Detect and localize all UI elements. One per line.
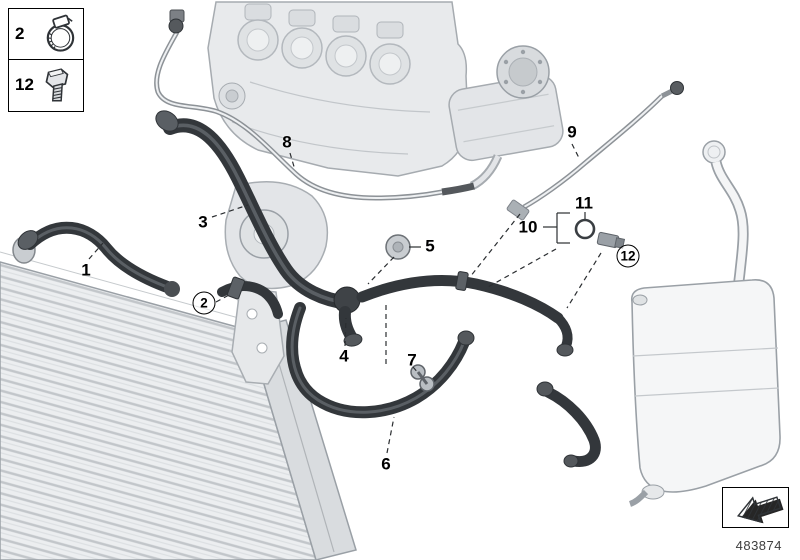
callout-4: 4 xyxy=(339,346,349,366)
hose-clamp-mid xyxy=(455,271,469,291)
hose-tank-bottom xyxy=(536,381,601,468)
small-parts xyxy=(385,218,626,392)
coolant-hoses xyxy=(17,110,601,468)
callout-6: 6 xyxy=(381,454,391,474)
diagram-number: 483874 xyxy=(735,538,782,553)
hose-center-right xyxy=(356,271,574,357)
leader-lines xyxy=(88,143,602,454)
callout-1: 1 xyxy=(81,260,91,280)
hose-3 xyxy=(155,110,355,310)
callout-7: 7 xyxy=(407,350,417,370)
hose-6 xyxy=(286,302,475,419)
legend-number-12: 12 xyxy=(15,74,34,94)
expansion-tank xyxy=(628,140,781,507)
callout-9: 9 xyxy=(567,122,577,142)
engine-block xyxy=(207,1,564,191)
legend-box: 2 12 xyxy=(8,8,84,112)
vent-pipe-9 xyxy=(506,81,684,221)
legend-number-2: 2 xyxy=(15,24,25,43)
callout-12: 12 xyxy=(616,244,640,268)
callout-10: 10 xyxy=(518,217,538,237)
hose-clamp-icon xyxy=(46,14,75,52)
callout-5: 5 xyxy=(425,236,435,256)
hose-1 xyxy=(17,221,180,297)
blanking-plug-5 xyxy=(385,234,411,260)
callout-3: 3 xyxy=(198,212,208,232)
callout-2: 2 xyxy=(192,291,216,315)
o-ring-11 xyxy=(574,218,596,240)
hatched-arrow-icon xyxy=(736,495,783,523)
legend-row-clamp: 2 xyxy=(9,9,83,59)
hose-4 xyxy=(338,306,363,347)
callout-11: 11 xyxy=(575,193,593,213)
hose-clamp-2 xyxy=(227,276,245,300)
coolant-pipe-8 xyxy=(154,9,475,201)
hose-elbow-2 xyxy=(217,276,283,319)
callout-8: 8 xyxy=(282,132,292,152)
bolt-icon xyxy=(45,67,69,101)
legend-row-bolt: 12 xyxy=(9,59,83,109)
direction-arrow-box xyxy=(722,487,789,528)
